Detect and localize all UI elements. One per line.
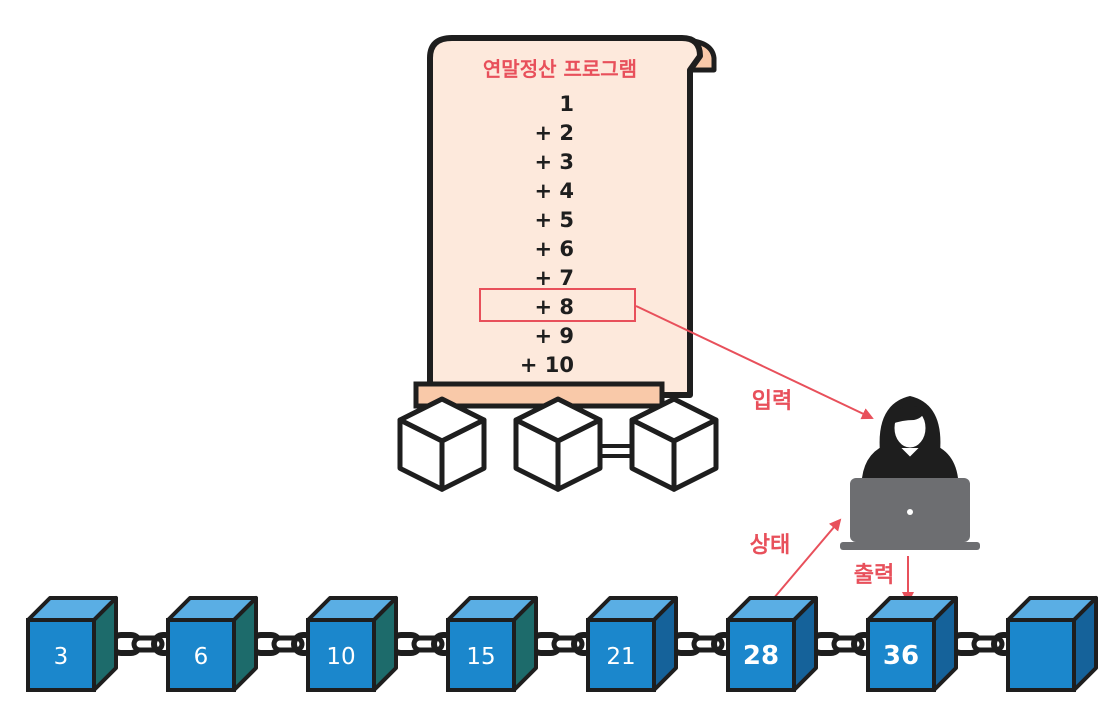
block-value: 21 (606, 644, 635, 670)
block-front (1006, 618, 1076, 692)
white-cube (397, 396, 487, 492)
scroll-line: + 9 (534, 324, 574, 348)
block-value: 3 (54, 644, 69, 670)
white-cube (513, 396, 603, 492)
block-front (166, 618, 236, 692)
output-label: 출력 (854, 563, 894, 588)
input-label: 입력 (752, 389, 792, 414)
block: 28 (726, 596, 818, 692)
scroll-line: 1 (559, 92, 574, 116)
block-value: 15 (466, 644, 495, 670)
block (1006, 596, 1098, 692)
block: 21 (586, 596, 678, 692)
highlight-box (479, 288, 636, 322)
scroll-line: + 3 (534, 150, 574, 174)
block: 36 (866, 596, 958, 692)
chain-link-icon (389, 632, 457, 656)
block-front (306, 618, 376, 692)
chain-link-icon (809, 632, 877, 656)
state-label: 상태 (750, 533, 790, 558)
input-arrow (635, 305, 874, 420)
block-value: 28 (743, 641, 779, 671)
block-front (726, 618, 796, 692)
person-bangs (892, 406, 926, 424)
block: 10 (306, 596, 398, 692)
block-front (586, 618, 656, 692)
block-front (26, 618, 96, 692)
block-value: 36 (883, 641, 919, 671)
chain-link-icon (669, 632, 737, 656)
block-value: 10 (326, 644, 355, 670)
program-scroll: 연말정산 프로그램 1 + 2 + 3 + 4 + 5 + 6 + 7 + 8 + 9 + 10 (413, 35, 717, 409)
person-collar (899, 447, 921, 460)
arrows (635, 305, 914, 606)
block-front (866, 618, 936, 692)
laptop-base (840, 542, 980, 550)
scroll-line: + 7 (534, 266, 574, 290)
state-arrow (767, 518, 842, 606)
white-cube (629, 396, 719, 492)
chain-link-icon (949, 632, 1017, 656)
scroll-body (427, 35, 703, 398)
person-at-laptop-icon (840, 396, 980, 550)
block: 6 (166, 596, 258, 692)
chain-link-icon (529, 632, 597, 656)
block: 3 (26, 596, 118, 692)
scroll-lines: 1 + 2 + 3 + 4 + 5 + 6 + 7 + 8 + 9 + 10 (520, 92, 574, 377)
laptop-logo (907, 509, 913, 515)
scroll-line: + 4 (534, 179, 574, 203)
white-cube-chain-icon (397, 396, 719, 492)
block-front (446, 618, 516, 692)
block-value: 6 (194, 644, 209, 670)
chain-link-icon (249, 632, 317, 656)
scroll-title: 연말정산 프로그램 (483, 57, 637, 81)
scroll-line: + 2 (534, 121, 574, 145)
block: 15 (446, 596, 538, 692)
scroll-line: + 10 (520, 353, 574, 377)
scroll-line: + 5 (534, 208, 574, 232)
scroll-line: + 6 (534, 237, 574, 261)
scroll-line: + 8 (534, 295, 574, 319)
chain-link-icon (109, 632, 177, 656)
